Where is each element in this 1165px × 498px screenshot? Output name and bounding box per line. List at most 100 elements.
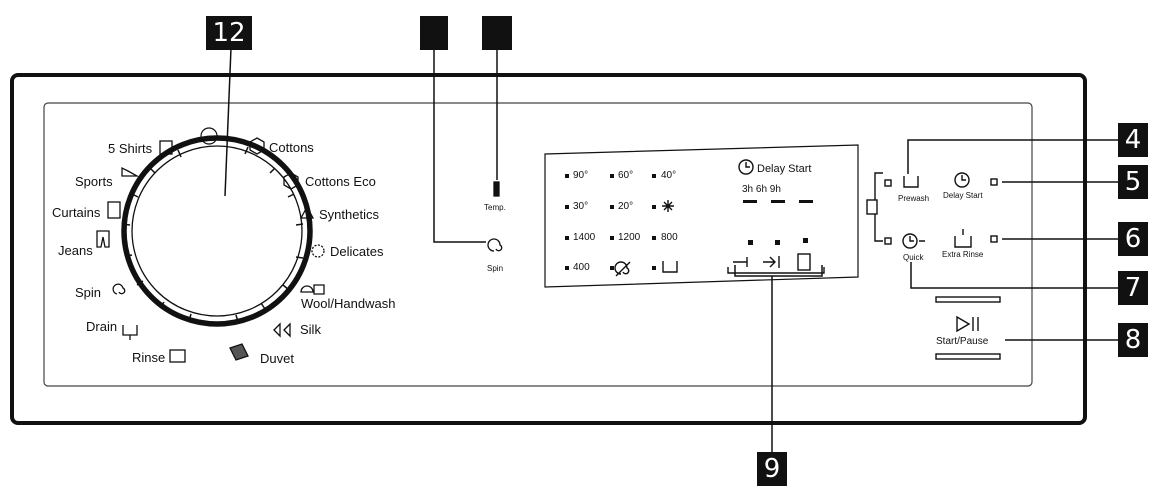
led-phase-3 [803, 238, 808, 243]
tick-curtains [131, 193, 139, 198]
spin-icon [112, 283, 126, 295]
speed-800-label: 800 [661, 232, 678, 243]
extra-rinse-button-label[interactable]: Extra Rinse [942, 250, 984, 259]
display-leds [565, 174, 813, 270]
leader-7 [910, 262, 1118, 289]
led-rinsehold [652, 266, 656, 270]
led-phase-2 [775, 240, 780, 245]
speed-1200-label: 1200 [618, 232, 641, 243]
program-5-shirts[interactable]: 5 Shirts [108, 141, 153, 156]
tick-shirts [177, 149, 182, 158]
duvet-icon [229, 343, 249, 361]
phase-arrow-icon [763, 256, 780, 268]
led-20 [610, 205, 614, 209]
callout-6: 6 [1118, 222, 1148, 256]
program-jeans[interactable]: Jeans [58, 243, 93, 258]
display-delay-start-label: Delay Start [757, 163, 812, 175]
panel-frame-outer [10, 73, 1087, 425]
tick-silk [282, 284, 290, 291]
delay-led [990, 178, 998, 186]
delay-clock-icon [954, 172, 970, 188]
bracket-led-bottom [884, 237, 892, 245]
callout-4: 4 [1118, 123, 1148, 157]
snowflake-icon [662, 200, 674, 212]
callout-12: 12 [206, 16, 252, 50]
program-dial-outer[interactable] [121, 135, 313, 327]
callout-7: 7 [1118, 271, 1148, 305]
temp-button-label[interactable]: Temp. [484, 203, 506, 212]
leader-2 [433, 48, 486, 243]
start-pause-bar-top [935, 296, 1001, 303]
phase-bracket [727, 267, 825, 274]
tick-spin [124, 254, 133, 257]
led-40 [652, 174, 656, 178]
temp-40-label: 40° [661, 170, 677, 181]
no-spin-icon [614, 261, 631, 277]
panel-frame-inner [43, 102, 1033, 387]
temp-60-label: 60° [618, 170, 634, 181]
program-rinse[interactable]: Rinse [132, 350, 166, 365]
program-silk[interactable]: Silk [300, 322, 321, 337]
program-spin[interactable]: Spin [75, 285, 102, 300]
wool-hand-icon [300, 284, 325, 295]
quick-button-label[interactable]: Quick [903, 253, 924, 262]
program-cottons[interactable]: Cottons [269, 140, 314, 155]
display-delay-hours: 3h 6h 9h [742, 184, 781, 195]
leader-9 [734, 265, 823, 277]
tick-jeans [122, 223, 131, 226]
delay-start-button-label[interactable]: Delay Start [943, 191, 983, 200]
callout-2 [420, 16, 448, 50]
flower-icon [311, 244, 325, 258]
prewash-icon [903, 176, 919, 188]
curtain-icon [107, 201, 121, 219]
display-window [544, 144, 859, 288]
phase-door-icon [797, 253, 811, 271]
tick-extra-1 [188, 313, 192, 322]
program-delicates[interactable]: Delicates [330, 244, 384, 259]
thermometer-icon [493, 181, 500, 197]
delay-clock-hands [961, 175, 966, 181]
speed-400-label: 400 [573, 262, 590, 273]
shirt-icon [159, 140, 173, 155]
led-cold [652, 205, 656, 209]
spin-button-label[interactable]: Spin [487, 264, 504, 273]
program-curtains[interactable]: Curtains [52, 205, 101, 220]
program-cottons-eco[interactable]: Cottons Eco [305, 174, 376, 189]
start-pause-bar-bottom [935, 353, 1001, 360]
phase-wash-icon [733, 257, 748, 267]
led-delay-6h [771, 200, 785, 203]
extra-rinse-icon [954, 229, 972, 248]
tick-duvet [235, 314, 239, 323]
tick-cottons-eco [269, 167, 276, 174]
dial-ticks [122, 146, 304, 323]
tick-delicates [295, 223, 304, 226]
tick-synthetics [287, 193, 295, 198]
program-wool-handwash[interactable]: Wool/Handwash [301, 296, 396, 311]
program-duvet[interactable]: Duvet [260, 351, 294, 366]
led-800 [652, 236, 656, 240]
temp-20-label: 20° [618, 201, 634, 212]
program-synthetics[interactable]: Synthetics [319, 207, 379, 222]
program-sports[interactable]: Sports [75, 174, 113, 189]
door-lock-icon [866, 199, 878, 215]
callout-8: 8 [1118, 323, 1148, 357]
start-pause-button-label[interactable]: Start/Pause [936, 336, 989, 347]
temp-90-label: 90° [573, 170, 589, 181]
bracket-led-top [884, 179, 892, 187]
display-icons [614, 159, 825, 277]
leader-12 [224, 47, 232, 197]
led-30 [565, 205, 569, 209]
program-drain[interactable]: Drain [86, 319, 118, 334]
prewash-button-label[interactable]: Prewash [898, 194, 930, 203]
jeans-icon [96, 230, 110, 248]
triangle-icon [299, 205, 315, 219]
led-delay-9h [799, 200, 813, 203]
program-dial-inner [131, 145, 303, 317]
clock-icon [738, 159, 754, 175]
quick-clock-icon [902, 233, 918, 249]
callout-9: 9 [757, 452, 787, 486]
cube-eco-icon [283, 172, 299, 190]
temp-30-label: 30° [573, 201, 589, 212]
led-phase-1 [748, 240, 753, 245]
